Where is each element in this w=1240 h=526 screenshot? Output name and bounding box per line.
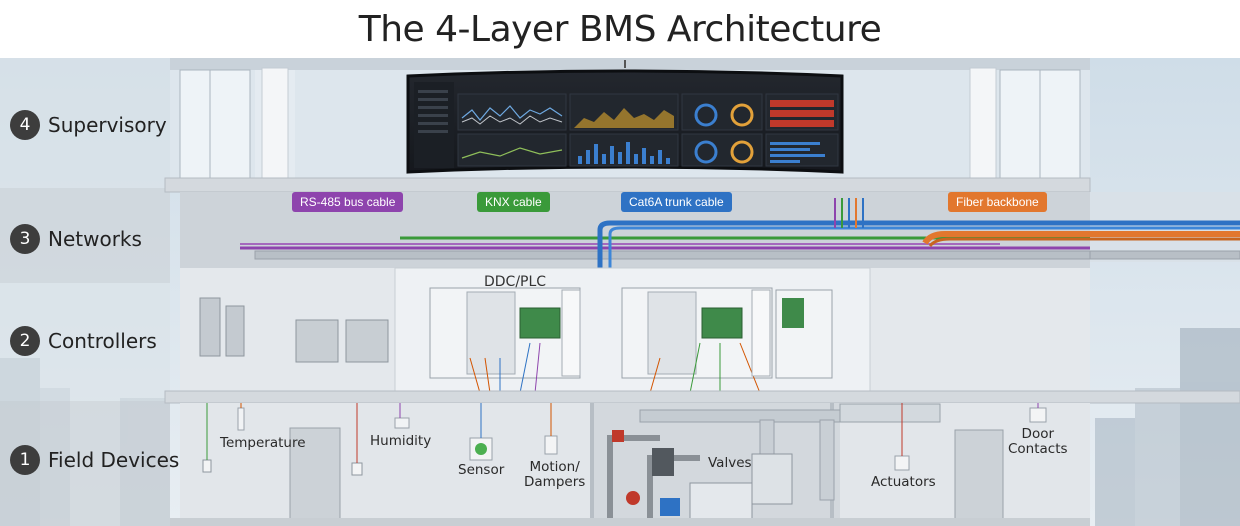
temperature-sensor-icon bbox=[237, 407, 245, 431]
layer-4-label: 4 Supervisory bbox=[10, 110, 167, 140]
valve-assembly bbox=[607, 430, 700, 526]
humidity-sensor-icon bbox=[394, 417, 410, 429]
layer-name: Supervisory bbox=[48, 113, 167, 137]
knx-cable-tag: KNX cable bbox=[477, 192, 550, 212]
actuator-icon bbox=[894, 455, 910, 471]
layer-3-label: 3 Networks bbox=[10, 224, 142, 254]
motion-dampers-label: Motion/ Dampers bbox=[524, 459, 586, 490]
layer-number-badge: 1 bbox=[10, 445, 40, 475]
cat6a-cable-tag: Cat6A trunk cable bbox=[621, 192, 732, 212]
layer-1-label: 1 Field Devices bbox=[10, 445, 179, 475]
ddc-cabinet-left bbox=[429, 287, 581, 394]
ddc-cabinet-right bbox=[621, 287, 833, 394]
page-title: The 4-Layer BMS Architecture bbox=[0, 0, 1240, 58]
layer-name: Controllers bbox=[48, 329, 157, 353]
building-cutaway: 4 Supervisory 3 Networks 2 Controllers 1… bbox=[0, 58, 1240, 526]
layer-number-badge: 4 bbox=[10, 110, 40, 140]
motion-sensor-icon bbox=[544, 435, 558, 455]
sensor-icon bbox=[469, 437, 493, 461]
temperature-label: Temperature bbox=[220, 435, 306, 451]
fiber-backbone-tag: Fiber backbone bbox=[948, 192, 1047, 212]
layer-2-label: 2 Controllers bbox=[10, 326, 157, 356]
valves-label: Valves bbox=[708, 455, 752, 471]
sensor-label: Sensor bbox=[458, 462, 505, 478]
layer-name: Networks bbox=[48, 227, 142, 251]
rs485-cable-tag: RS-485 bus cable bbox=[292, 192, 404, 212]
layer-number-badge: 3 bbox=[10, 224, 40, 254]
ddc-plc-label: DDC/PLC bbox=[484, 274, 547, 290]
door-contacts-label: Door Contacts bbox=[1008, 426, 1068, 457]
humidity-label: Humidity bbox=[370, 433, 432, 449]
layer-name: Field Devices bbox=[48, 448, 180, 472]
actuators-label: Actuators bbox=[871, 474, 936, 490]
bms-supervisory-screen bbox=[406, 60, 844, 174]
layer-number-badge: 2 bbox=[10, 326, 40, 356]
door-contact-icon bbox=[1029, 407, 1047, 423]
